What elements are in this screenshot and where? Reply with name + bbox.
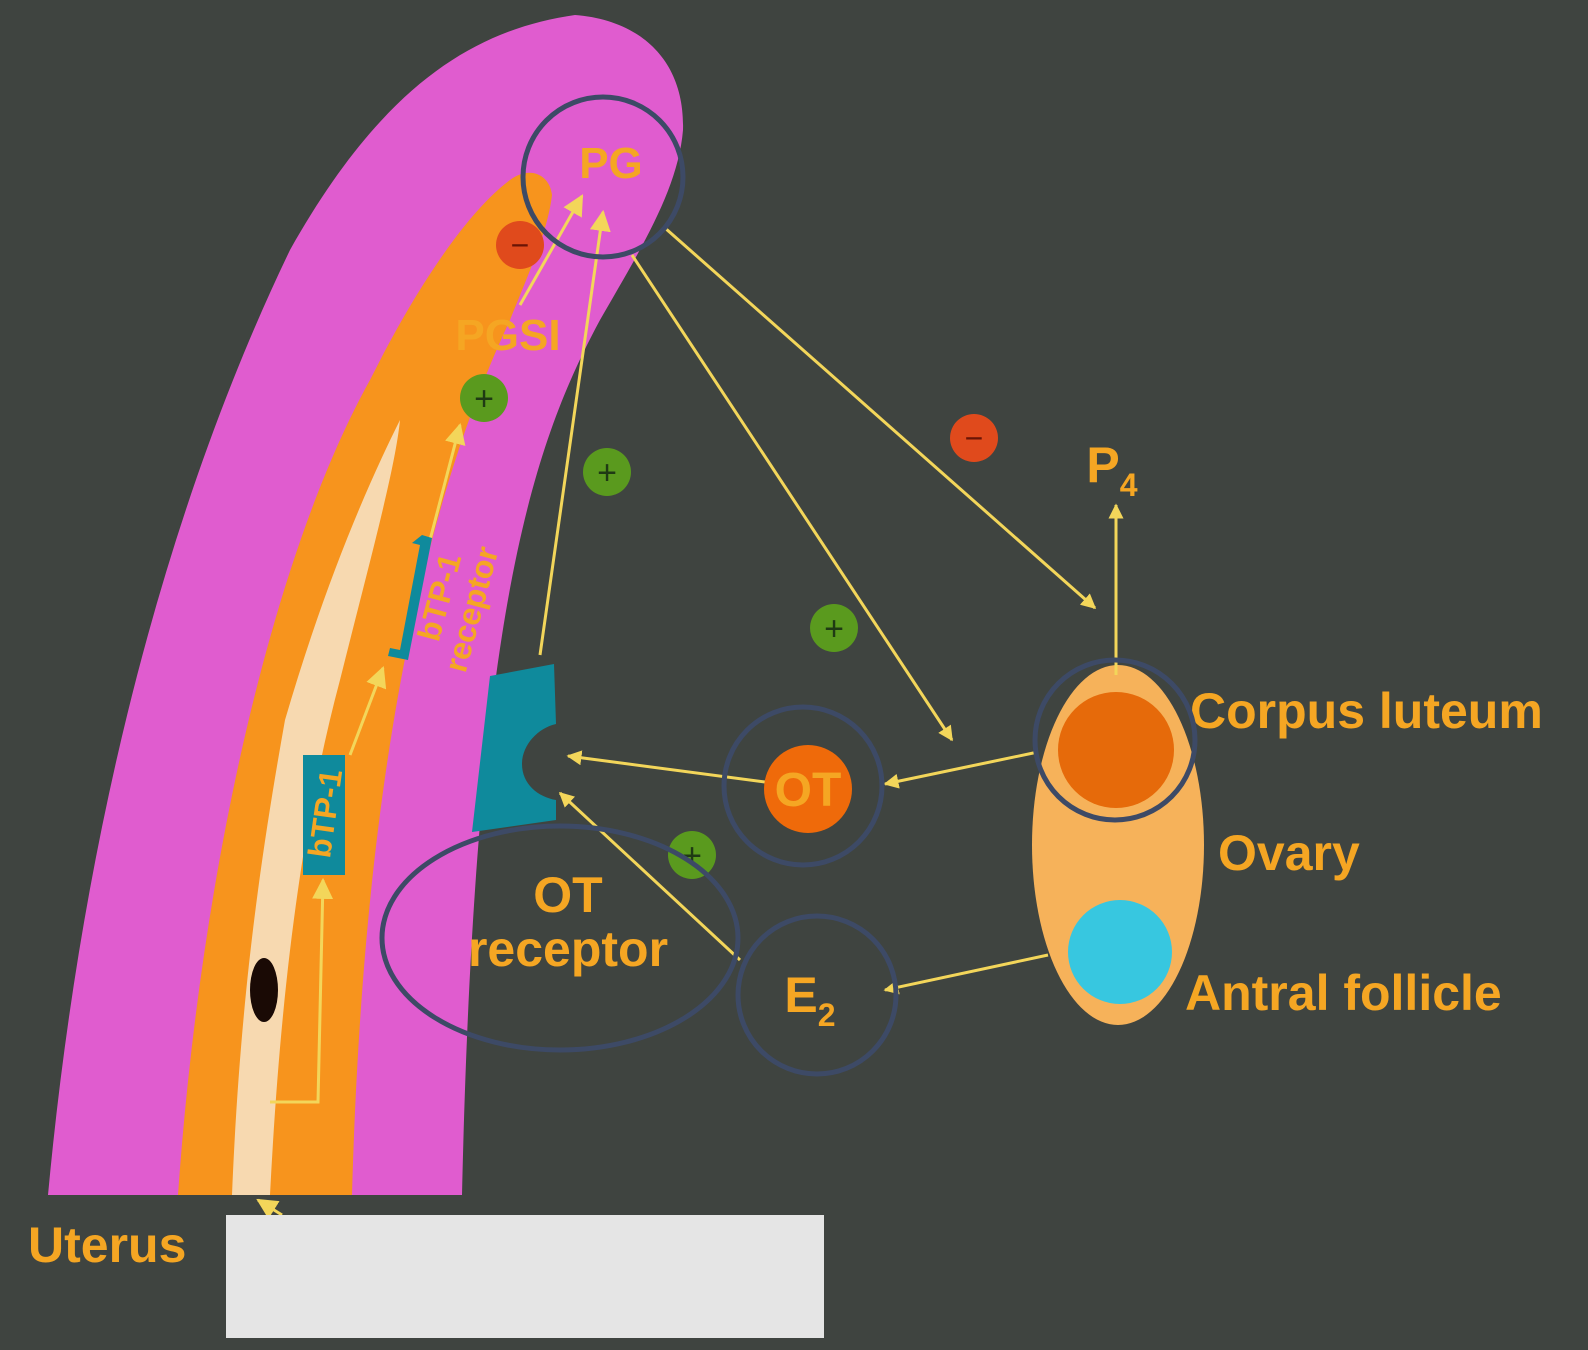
svg-text:−: − bbox=[965, 420, 984, 456]
minus-badge-corpus-luteum: − bbox=[950, 414, 998, 462]
ot-receptor-label-line1: OT bbox=[533, 867, 602, 923]
pg-label: PG bbox=[579, 139, 643, 188]
antral-follicle bbox=[1068, 900, 1172, 1004]
redaction-box bbox=[226, 1215, 824, 1338]
corpus-luteum bbox=[1058, 692, 1174, 808]
uterus-label: Uterus bbox=[28, 1217, 186, 1273]
corpus-luteum-label: Corpus luteum bbox=[1190, 683, 1543, 739]
plus-badge-pg-ot: + bbox=[810, 604, 858, 652]
pgsi-label: PGSI bbox=[455, 311, 560, 360]
svg-text:−: − bbox=[511, 227, 530, 263]
ot-label: OT bbox=[775, 764, 842, 817]
plus-badge-receptor-pg: + bbox=[583, 448, 631, 496]
ot-receptor-label-line2: receptor bbox=[468, 921, 668, 977]
plus-badge-pgsi: + bbox=[460, 374, 508, 422]
svg-text:+: + bbox=[474, 380, 494, 418]
cell-nucleus bbox=[250, 958, 278, 1022]
svg-text:+: + bbox=[597, 454, 617, 492]
ovary-label: Ovary bbox=[1218, 825, 1360, 881]
antral-follicle-label: Antral follicle bbox=[1185, 965, 1502, 1021]
svg-text:+: + bbox=[824, 610, 844, 648]
minus-badge-pgsi: − bbox=[496, 221, 544, 269]
